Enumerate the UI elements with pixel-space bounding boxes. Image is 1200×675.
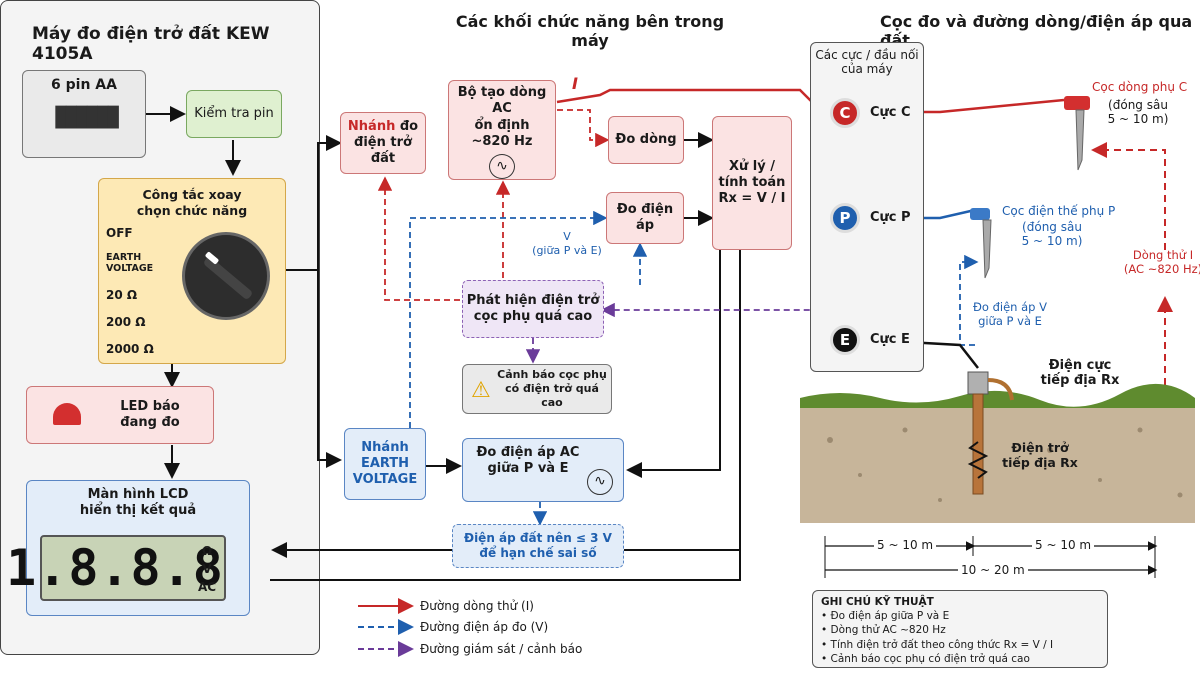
distance-p-c: 5 ~ 10 m	[1032, 538, 1095, 552]
battery-pack: 6 pin AA ▮▮▮▮▮▮	[22, 70, 146, 158]
lcd-title: Màn hình LCD hiển thị kết quả	[79, 487, 197, 519]
ac-voltage-label: Đo điện áp AC giữa P và E	[476, 445, 580, 477]
current-i-label: I	[572, 74, 578, 93]
warning-icon: ⚠	[471, 378, 491, 403]
branch-earth-voltage: Nhánh EARTH VOLTAGE	[344, 428, 426, 500]
notes-item: • Đo điện áp giữa P và E	[821, 610, 950, 623]
lcd-unit-ac: AC	[198, 580, 217, 594]
notes-item-text: Cảnh báo cọc phụ có điện trở quá cao	[830, 652, 1030, 665]
lcd-units: Ω V AC	[198, 542, 216, 596]
warning-box: ⚠ Cảnh báo cọc phụ có điện trở quá cao	[462, 364, 612, 414]
branch-resistance-rest: đo điện trở đất	[354, 118, 419, 167]
processor: Xử lý / tính toán Rx = V / I	[712, 116, 792, 250]
notes-item-text: Dòng thử AC ~820 Hz	[830, 624, 946, 637]
measure-current: Đo dòng	[608, 116, 684, 164]
switch-option-20[interactable]: 20 Ω	[106, 288, 138, 302]
battery-check-box: Kiểm tra pin	[186, 90, 282, 138]
voltage-path-label: Đo điện áp V giữa P và E	[973, 300, 1047, 328]
notes-title: GHI CHÚ KỸ THUẬT	[821, 596, 934, 608]
terminal-panel	[810, 42, 924, 372]
stake-p-depth: (đóng sâu 5 ~ 10 m)	[1021, 220, 1083, 248]
ground-voltage-note-label: Điện áp đất nên ≤ 3 V để hạn chế sai số	[464, 531, 612, 560]
switch-title: Công tắc xoay chọn chức năng	[136, 187, 248, 218]
legend-voltage: Đường điện áp đo (V)	[420, 620, 549, 634]
switch-option-2000[interactable]: 2000 Ω	[106, 342, 154, 356]
led-label: LED báo đang đo	[120, 398, 180, 430]
lcd-digits: 1.8.8.8	[6, 539, 224, 597]
terminal-c-label: Cực C	[870, 105, 911, 120]
electrode-label: Điện cực tiếp địa Rx	[1040, 358, 1120, 388]
ground-voltage-note: Điện áp đất nên ≤ 3 V để hạn chế sai số	[452, 524, 624, 568]
terminal-e-label: Cực E	[870, 332, 910, 347]
lcd-unit-ohm: Ω	[201, 544, 213, 558]
switch-option-off[interactable]: OFF	[106, 226, 133, 240]
led-box: LED báo đang đo	[26, 386, 214, 444]
battery-label: 6 pin AA	[51, 77, 117, 93]
distance-e-p: 5 ~ 10 m	[874, 538, 937, 552]
battery-icon: ▮▮▮▮▮▮	[52, 97, 121, 133]
blocks-title: Các khối chức năng bên trong máy	[455, 12, 725, 50]
distance-total: 10 ~ 20 m	[958, 563, 1028, 577]
sine-icon: ∿	[587, 469, 613, 495]
lcd-unit-v: V	[202, 562, 212, 576]
sine-icon: ∿	[489, 154, 515, 179]
terminal-e-icon[interactable]: E	[830, 325, 860, 355]
terminal-title: Các cực / đầu nối của máy	[815, 48, 919, 76]
measure-voltage: Đo điện áp	[606, 192, 684, 244]
warning-label: Cảnh báo cọc phụ có điện trở quá cao	[497, 368, 607, 409]
notes-item-text: Tính điện trở đất theo công thức Rx = V …	[830, 638, 1054, 651]
ac-voltage-meter: Đo điện áp AC giữa P và E ∿	[462, 438, 624, 502]
legend-monitor: Đường giám sát / cảnh báo	[420, 642, 583, 656]
technical-notes: GHI CHÚ KỸ THUẬT • Đo điện áp giữa P và …	[812, 590, 1108, 668]
notes-item-text: Đo điện áp giữa P và E	[830, 610, 950, 623]
stake-c-depth: (đóng sâu 5 ~ 10 m)	[1107, 98, 1169, 126]
ac-generator-label: Bộ tạo dòng AC ổn định ~820 Hz	[457, 85, 547, 149]
notes-item: • Dòng thử AC ~820 Hz	[821, 624, 946, 637]
stake-c-label: Cọc dòng phụ C	[1092, 80, 1188, 94]
terminal-p-icon[interactable]: P	[830, 203, 860, 233]
terminal-c-icon[interactable]: C	[830, 98, 860, 128]
switch-option-earth-voltage[interactable]: EARTH VOLTAGE	[106, 252, 154, 275]
stake-p-label: Cọc điện thế phụ P	[1002, 204, 1116, 218]
high-resistance-detector: Phát hiện điện trở cọc phụ quá cao	[462, 280, 604, 338]
rotary-knob[interactable]	[182, 232, 270, 320]
led-icon	[53, 403, 81, 425]
ac-generator: Bộ tạo dòng AC ổn định ~820 Hz ∿	[448, 80, 556, 180]
voltage-pe-label: V (giữa P và E)	[532, 230, 602, 257]
notes-item: • Cảnh báo cọc phụ có điện trở quá cao	[821, 652, 1030, 665]
branch-earth-voltage-label: Nhánh EARTH VOLTAGE	[352, 439, 418, 488]
legend-current: Đường dòng thử (I)	[420, 599, 534, 613]
terminal-p-label: Cực P	[870, 210, 911, 225]
branch-resistance-highlight: Nhánh	[347, 118, 396, 134]
earth-resistance-label: Điện trở tiếp địa Rx	[1002, 440, 1078, 470]
current-path-label: Dòng thử I (AC ~820 Hz)	[1123, 248, 1200, 276]
meter-title: Máy đo điện trở đất KEW 4105A	[32, 24, 270, 64]
switch-option-200[interactable]: 200 Ω	[106, 315, 146, 329]
branch-resistance: Nhánh đo điện trở đất	[340, 112, 426, 174]
lcd-display: 1.8.8.8	[6, 535, 226, 601]
notes-item: • Tính điện trở đất theo công thức Rx = …	[821, 638, 1054, 651]
